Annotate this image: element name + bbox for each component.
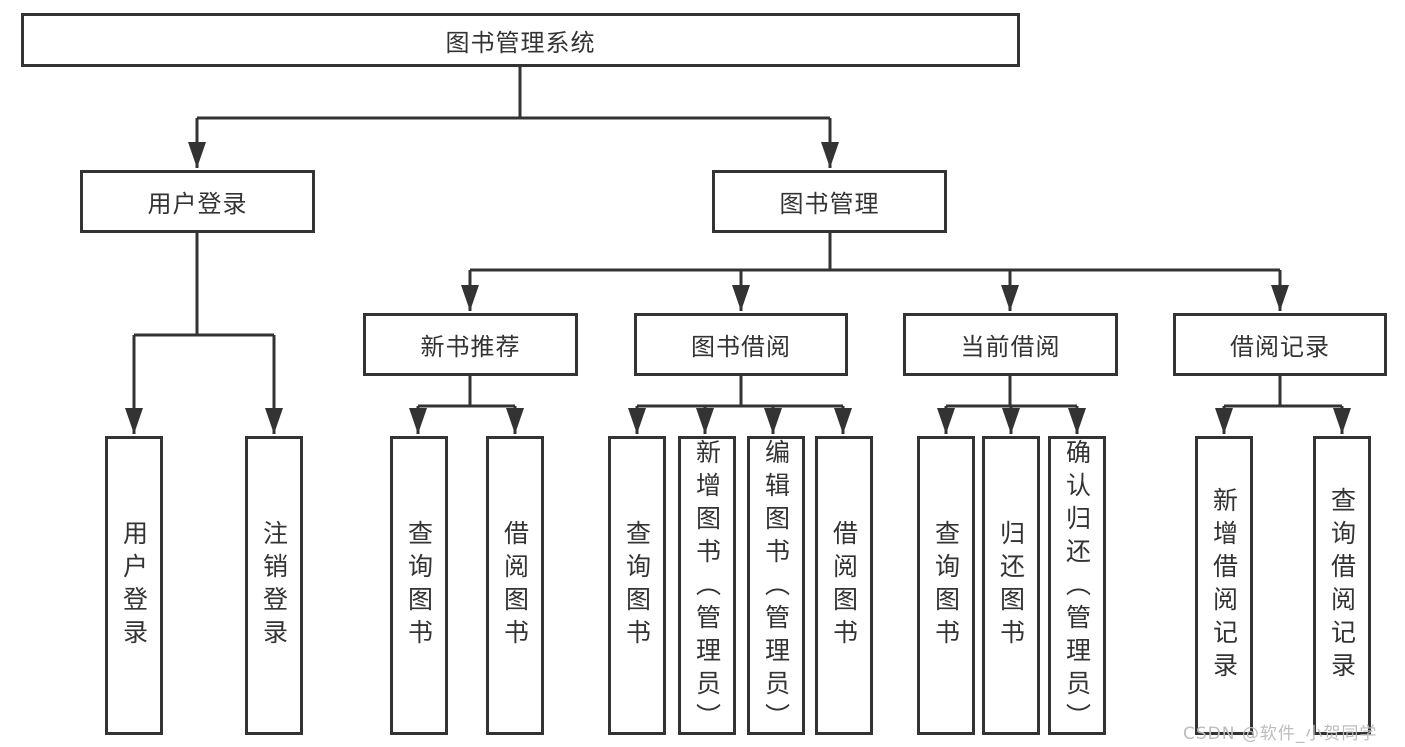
node-book-borrowing: 图书借阅 [634, 313, 848, 376]
leaf-borrow-books-recommend: 借阅图书 [486, 436, 544, 735]
node-label: 新书推荐 [420, 333, 521, 361]
leaf-borrow-books-borrowing: 借阅图书 [815, 436, 873, 735]
node-label: 图书管理系统 [445, 28, 596, 57]
node-label: 借阅记录 [1230, 333, 1330, 361]
node-label: 图书借阅 [691, 333, 791, 361]
leaf-query-books-borrowing: 查询图书 [608, 436, 666, 735]
node-label: 新增借阅记录 [1209, 486, 1239, 685]
node-label: 图书管理 [779, 190, 880, 218]
node-user-login: 用户登录 [80, 170, 315, 233]
leaf-query-books-recommend: 查询图书 [390, 436, 448, 735]
node-label: 查询借阅记录 [1327, 486, 1357, 685]
node-label: 借阅图书 [500, 519, 530, 652]
node-new-book-recommend: 新书推荐 [363, 313, 578, 376]
node-label: 查询图书 [622, 519, 652, 652]
node-label: 用户登录 [147, 190, 248, 218]
watermark: CSDN @软件_小贺同学 [1183, 724, 1378, 744]
node-label: 注销登录 [259, 519, 289, 652]
leaf-edit-books-admin: 编辑图书（管理员） [747, 436, 805, 736]
leaf-add-books-admin: 新增图书（管理员） [678, 436, 736, 736]
node-label: 当前借阅 [960, 333, 1061, 361]
node-label: 归还图书 [996, 519, 1026, 652]
node-label: 新增图书（管理员） [692, 439, 722, 736]
node-borrowing-records: 借阅记录 [1173, 313, 1387, 376]
node-label: 查询图书 [404, 519, 434, 652]
leaf-query-books-current: 查询图书 [917, 436, 975, 735]
node-library-system: 图书管理系统 [21, 13, 1020, 67]
node-label: 编辑图书（管理员） [761, 439, 791, 736]
node-label: 查询图书 [931, 519, 961, 652]
node-label: 用户登录 [119, 519, 149, 652]
node-label: 借阅图书 [829, 519, 859, 652]
leaf-add-borrow-record: 新增借阅记录 [1195, 436, 1253, 735]
node-label: 确认归还（管理员） [1062, 439, 1092, 736]
connector-skeleton [134, 67, 1342, 408]
node-current-borrowing: 当前借阅 [903, 313, 1118, 376]
leaf-confirm-return-admin: 确认归还（管理员） [1048, 436, 1106, 736]
node-book-management: 图书管理 [712, 170, 947, 233]
leaf-return-books: 归还图书 [982, 436, 1040, 735]
leaf-query-borrow-record: 查询借阅记录 [1313, 436, 1371, 735]
leaf-user-login: 用户登录 [105, 436, 163, 735]
leaf-logout-login: 注销登录 [245, 436, 303, 735]
